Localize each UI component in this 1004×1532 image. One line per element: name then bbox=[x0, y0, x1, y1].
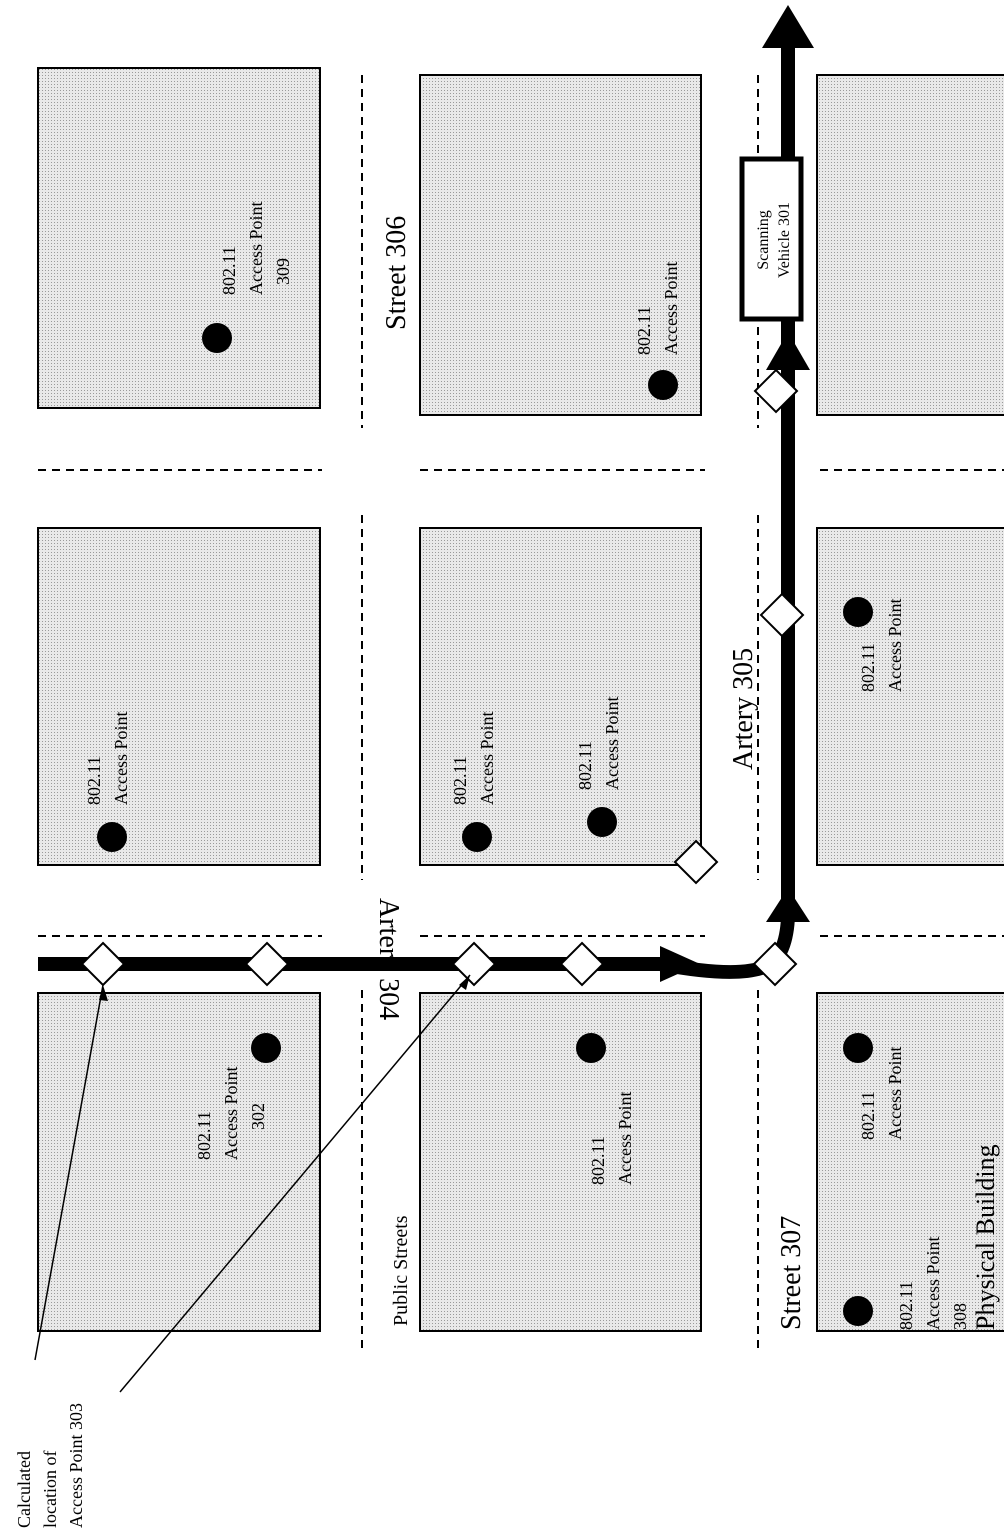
ap-302-l3: 302 bbox=[248, 1103, 268, 1130]
artery-304-label: Artery 304 bbox=[373, 898, 404, 1020]
street-labels: Street 306 Street 307 Artery 305 Artery … bbox=[373, 216, 1000, 1330]
access-point-dots bbox=[97, 323, 873, 1326]
ap-309-l2: Access Point bbox=[246, 202, 266, 296]
ap-dot-308 bbox=[843, 1296, 873, 1326]
diamond-1 bbox=[80, 941, 126, 987]
artery-305-label: Artery 305 bbox=[728, 648, 759, 770]
block-r3-c1 bbox=[816, 74, 1004, 416]
physical-building-label: Physical Building bbox=[971, 1144, 1000, 1330]
ap-r3-3a-l2: Access Point bbox=[885, 1047, 905, 1141]
ap-dot-r1-2 bbox=[97, 822, 127, 852]
diamond-4 bbox=[559, 941, 605, 987]
ap-dot-r3-3a bbox=[843, 1033, 873, 1063]
ap-r2-1-l2: Access Point bbox=[661, 262, 681, 356]
ap-r2-2a-l1: 802.11 bbox=[450, 756, 470, 805]
block-r1-c2 bbox=[37, 527, 321, 866]
diamond-5 bbox=[752, 941, 798, 987]
calc-l2: location of bbox=[40, 1451, 60, 1528]
diamond-2 bbox=[244, 941, 290, 987]
building-blocks bbox=[37, 67, 1004, 1332]
ap-308-l1: 802.11 bbox=[896, 1281, 916, 1330]
public-streets-label: Public Streets bbox=[390, 1215, 412, 1326]
route-arrow-right-2 bbox=[766, 332, 810, 370]
block-r3-c2 bbox=[816, 527, 1004, 866]
ap-309-l1: 802.11 bbox=[219, 246, 239, 295]
diamond-7 bbox=[759, 592, 805, 638]
ap-309-l3: 309 bbox=[273, 258, 293, 285]
block-r1-c1 bbox=[37, 67, 321, 409]
street-307-label: Street 307 bbox=[776, 1216, 807, 1330]
vehicle-line2: Vehicle 301 bbox=[776, 202, 793, 278]
ap-r2-1-l1: 802.11 bbox=[634, 306, 654, 355]
ap-302-l1: 802.11 bbox=[194, 1111, 214, 1160]
block-r2-c2 bbox=[419, 527, 702, 866]
calc-l3: Access Point 303 bbox=[66, 1403, 86, 1528]
street-306-label: Street 306 bbox=[381, 216, 412, 330]
route-arrow-right-1 bbox=[766, 888, 810, 922]
route-arrow-down bbox=[660, 946, 700, 982]
route-arrow-right-end bbox=[762, 5, 814, 48]
ap-r2-2b-l2: Access Point bbox=[602, 697, 622, 791]
ap-dot-r2-1 bbox=[648, 370, 678, 400]
block-r2-c1 bbox=[419, 74, 702, 416]
ap-r2-2a-l2: Access Point bbox=[477, 712, 497, 806]
ap-dot-302 bbox=[251, 1033, 281, 1063]
ap-r3-3a-l1: 802.11 bbox=[858, 1091, 878, 1140]
ap-dot-r3-2 bbox=[843, 597, 873, 627]
diamond-6 bbox=[673, 839, 719, 885]
ap-308-l3: 308 bbox=[950, 1303, 970, 1330]
ap-dot-309 bbox=[202, 323, 232, 353]
svg-text:Scanning: Scanning bbox=[755, 210, 772, 270]
ap-r2-2b-l1: 802.11 bbox=[575, 741, 595, 790]
ap-r1-2-l1: 802.11 bbox=[84, 756, 104, 805]
ap-dot-r2-3 bbox=[576, 1033, 606, 1063]
vehicle-line1: Scanning bbox=[755, 210, 772, 270]
ap-308-l2: Access Point bbox=[923, 1237, 943, 1331]
ap-dot-r2-2a bbox=[462, 822, 492, 852]
ap-r2-3-l2: Access Point bbox=[615, 1092, 635, 1186]
access-point-labels: 802.11 Access Point 309 802.11 Access Po… bbox=[84, 202, 970, 1331]
diamond-3 bbox=[451, 941, 497, 987]
ap-r1-2-l2: Access Point bbox=[111, 712, 131, 806]
block-r2-c3 bbox=[419, 992, 702, 1332]
calculated-location-label: Calculated location of Access Point 303 bbox=[14, 1403, 86, 1528]
ap-302-l2: Access Point bbox=[221, 1067, 241, 1161]
road-centerlines bbox=[38, 75, 1004, 1348]
ap-dot-r2-2b bbox=[587, 807, 617, 837]
ap-r3-2-l2: Access Point bbox=[885, 599, 905, 693]
svg-text:Vehicle 301: Vehicle 301 bbox=[776, 202, 793, 278]
calc-l1: Calculated bbox=[14, 1451, 34, 1528]
ap-r2-3-l1: 802.11 bbox=[588, 1136, 608, 1185]
callout-lines bbox=[34, 974, 471, 1393]
diamond-8 bbox=[753, 368, 799, 414]
measurement-points bbox=[80, 368, 805, 987]
scanning-vehicle: Scanning Vehicle 301 bbox=[739, 156, 804, 322]
ap-r3-2-l1: 802.11 bbox=[858, 643, 878, 692]
